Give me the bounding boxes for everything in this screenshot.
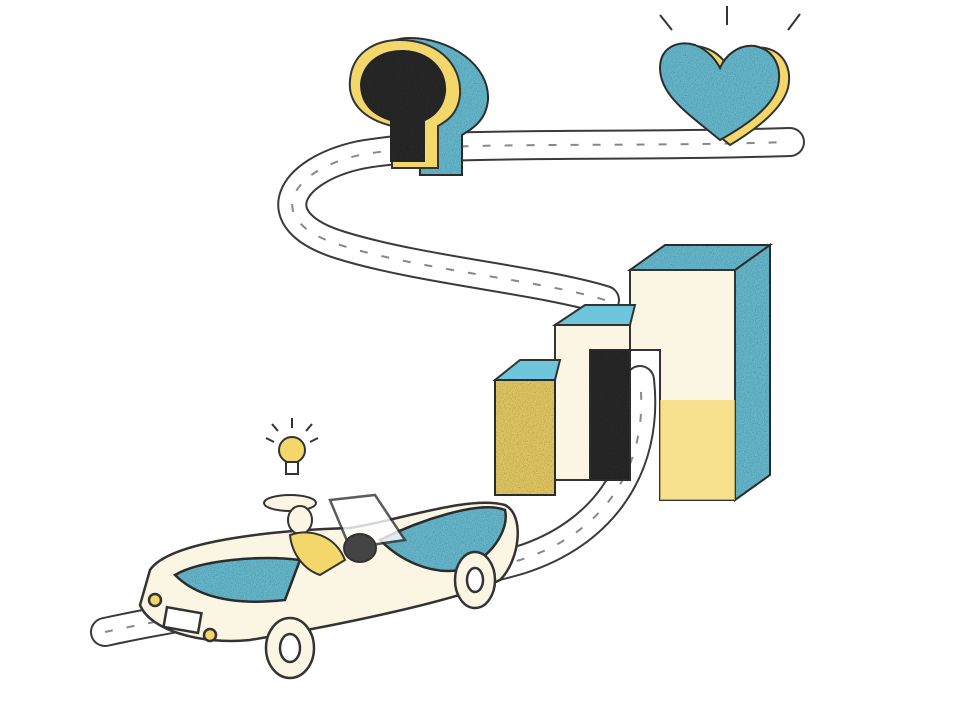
lightbulb-icon xyxy=(265,418,319,475)
keyhole xyxy=(348,36,490,176)
sparkle-lines xyxy=(659,6,801,31)
convertible-car xyxy=(138,493,519,680)
steering-wheel xyxy=(343,533,377,563)
driver xyxy=(263,494,377,577)
stair-buildings xyxy=(492,243,774,502)
heart xyxy=(658,6,801,147)
